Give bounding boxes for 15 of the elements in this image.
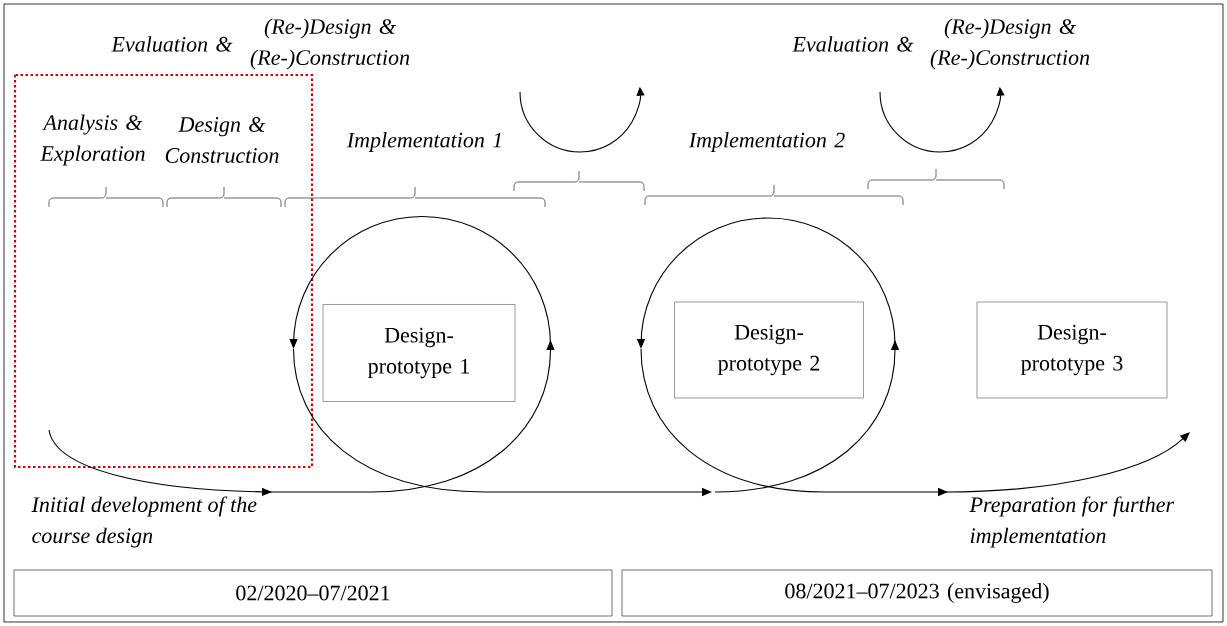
prototype-box: Design- prototype 1 bbox=[322, 304, 516, 402]
prototype-box: Design- prototype 3 bbox=[976, 301, 1168, 399]
stage-label: Design & Construction bbox=[165, 117, 279, 163]
stage-label: Analysis & Exploration bbox=[40, 114, 145, 166]
period-box: 02/2020–07/2021 bbox=[13, 569, 613, 617]
stage-label: Initial development of the course design bbox=[31, 496, 257, 548]
period-box: 08/2021–07/2023 (envisaged) bbox=[621, 569, 1213, 617]
stage-label: Implementation 2 bbox=[688, 132, 845, 152]
stage-label: (Re-)Design & (Re-)Construction bbox=[250, 18, 410, 70]
stage-label: Evaluation & bbox=[111, 36, 233, 52]
stage-label: (Re-)Design & (Re-)Construction bbox=[930, 18, 1090, 70]
prototype-box: Design- prototype 2 bbox=[674, 301, 864, 399]
stage-label: Preparation for further implementation bbox=[969, 496, 1175, 548]
stage-label: Implementation 1 bbox=[346, 132, 501, 152]
stage-label: Evaluation & bbox=[792, 36, 914, 52]
